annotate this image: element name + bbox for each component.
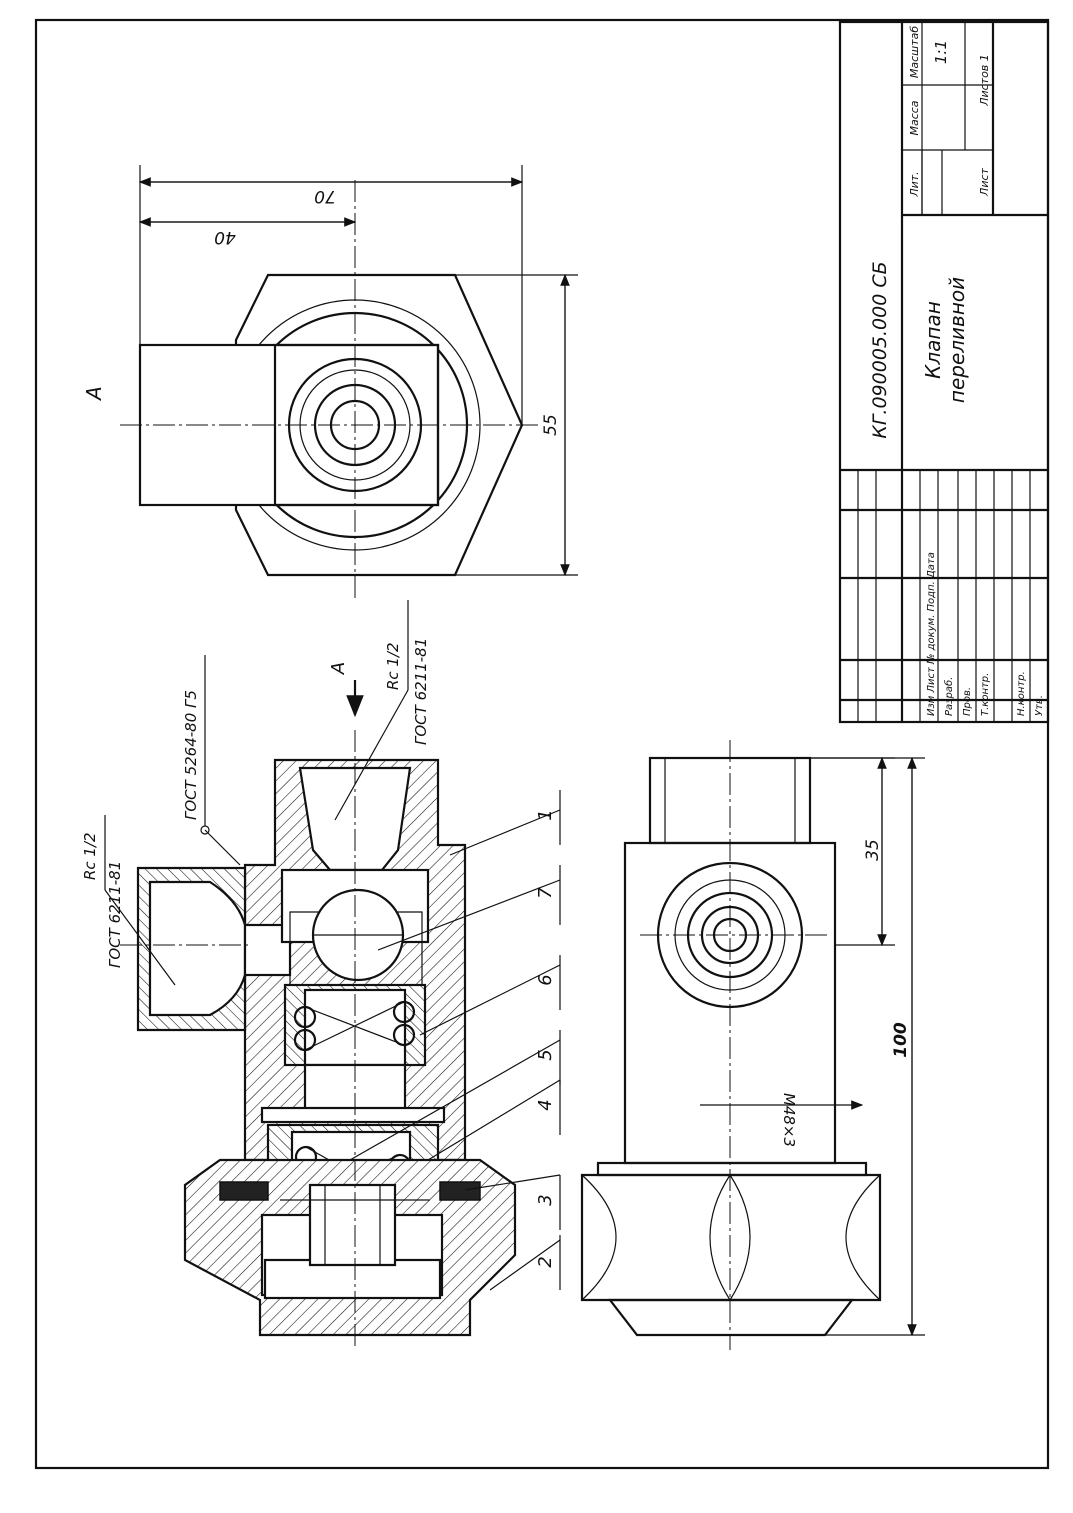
callout-top-thread: Rc 1/2 (384, 642, 402, 690)
view-a (120, 165, 578, 600)
position-1: 1 (535, 809, 556, 820)
position-4: 4 (535, 1099, 556, 1110)
sheet-label: Лист (978, 167, 991, 196)
position-3: 3 (535, 1194, 556, 1205)
position-7: 7 (535, 887, 556, 899)
sheets-label: Листов 1 (978, 54, 991, 107)
stamp-header: Изм Лист № докум. Подп. Дата (926, 552, 937, 716)
dim-100: 100 (891, 1022, 911, 1058)
col-mass: Масса (908, 100, 921, 135)
front-view (580, 740, 925, 1350)
dim-70: 70 (314, 186, 336, 206)
view-a-label: A (82, 386, 106, 402)
callout-weld: ГОСТ 5264-80 Г5 (182, 690, 200, 820)
title-block (838, 20, 1050, 724)
row-nkontr: Н.контр. (1016, 671, 1027, 716)
row-razrab: Разраб. (943, 677, 955, 716)
row-prov: Пров. (962, 687, 973, 716)
position-5: 5 (535, 1049, 556, 1060)
part-name-line2: переливной (945, 277, 969, 403)
callout-top-std: ГОСТ 6211-81 (412, 638, 430, 745)
dim-55: 55 (541, 414, 561, 436)
row-utv: Утв. (1034, 695, 1045, 716)
thread-m48x3: M48×3 (780, 1093, 798, 1147)
section-arrow-label: A (328, 662, 349, 675)
designation-text: КГ.090005.000 СБ (869, 261, 891, 438)
scale-value: 1:1 (932, 40, 950, 64)
dim-40: 40 (214, 227, 236, 247)
callout-side-thread: Rc 1/2 (81, 832, 99, 880)
dim-35: 35 (863, 839, 883, 861)
callout-side-std: ГОСТ 6211-81 (106, 861, 124, 968)
col-scale: Масштаб (908, 26, 921, 78)
part-name-line1: Клапан (921, 301, 945, 379)
col-lit: Лит. (908, 171, 921, 197)
section-view (104, 600, 561, 1350)
position-2: 2 (535, 1256, 556, 1267)
drawing-frame (34, 18, 1050, 1470)
row-tkontr: Т.контр. (980, 673, 991, 716)
position-6: 6 (535, 974, 556, 985)
